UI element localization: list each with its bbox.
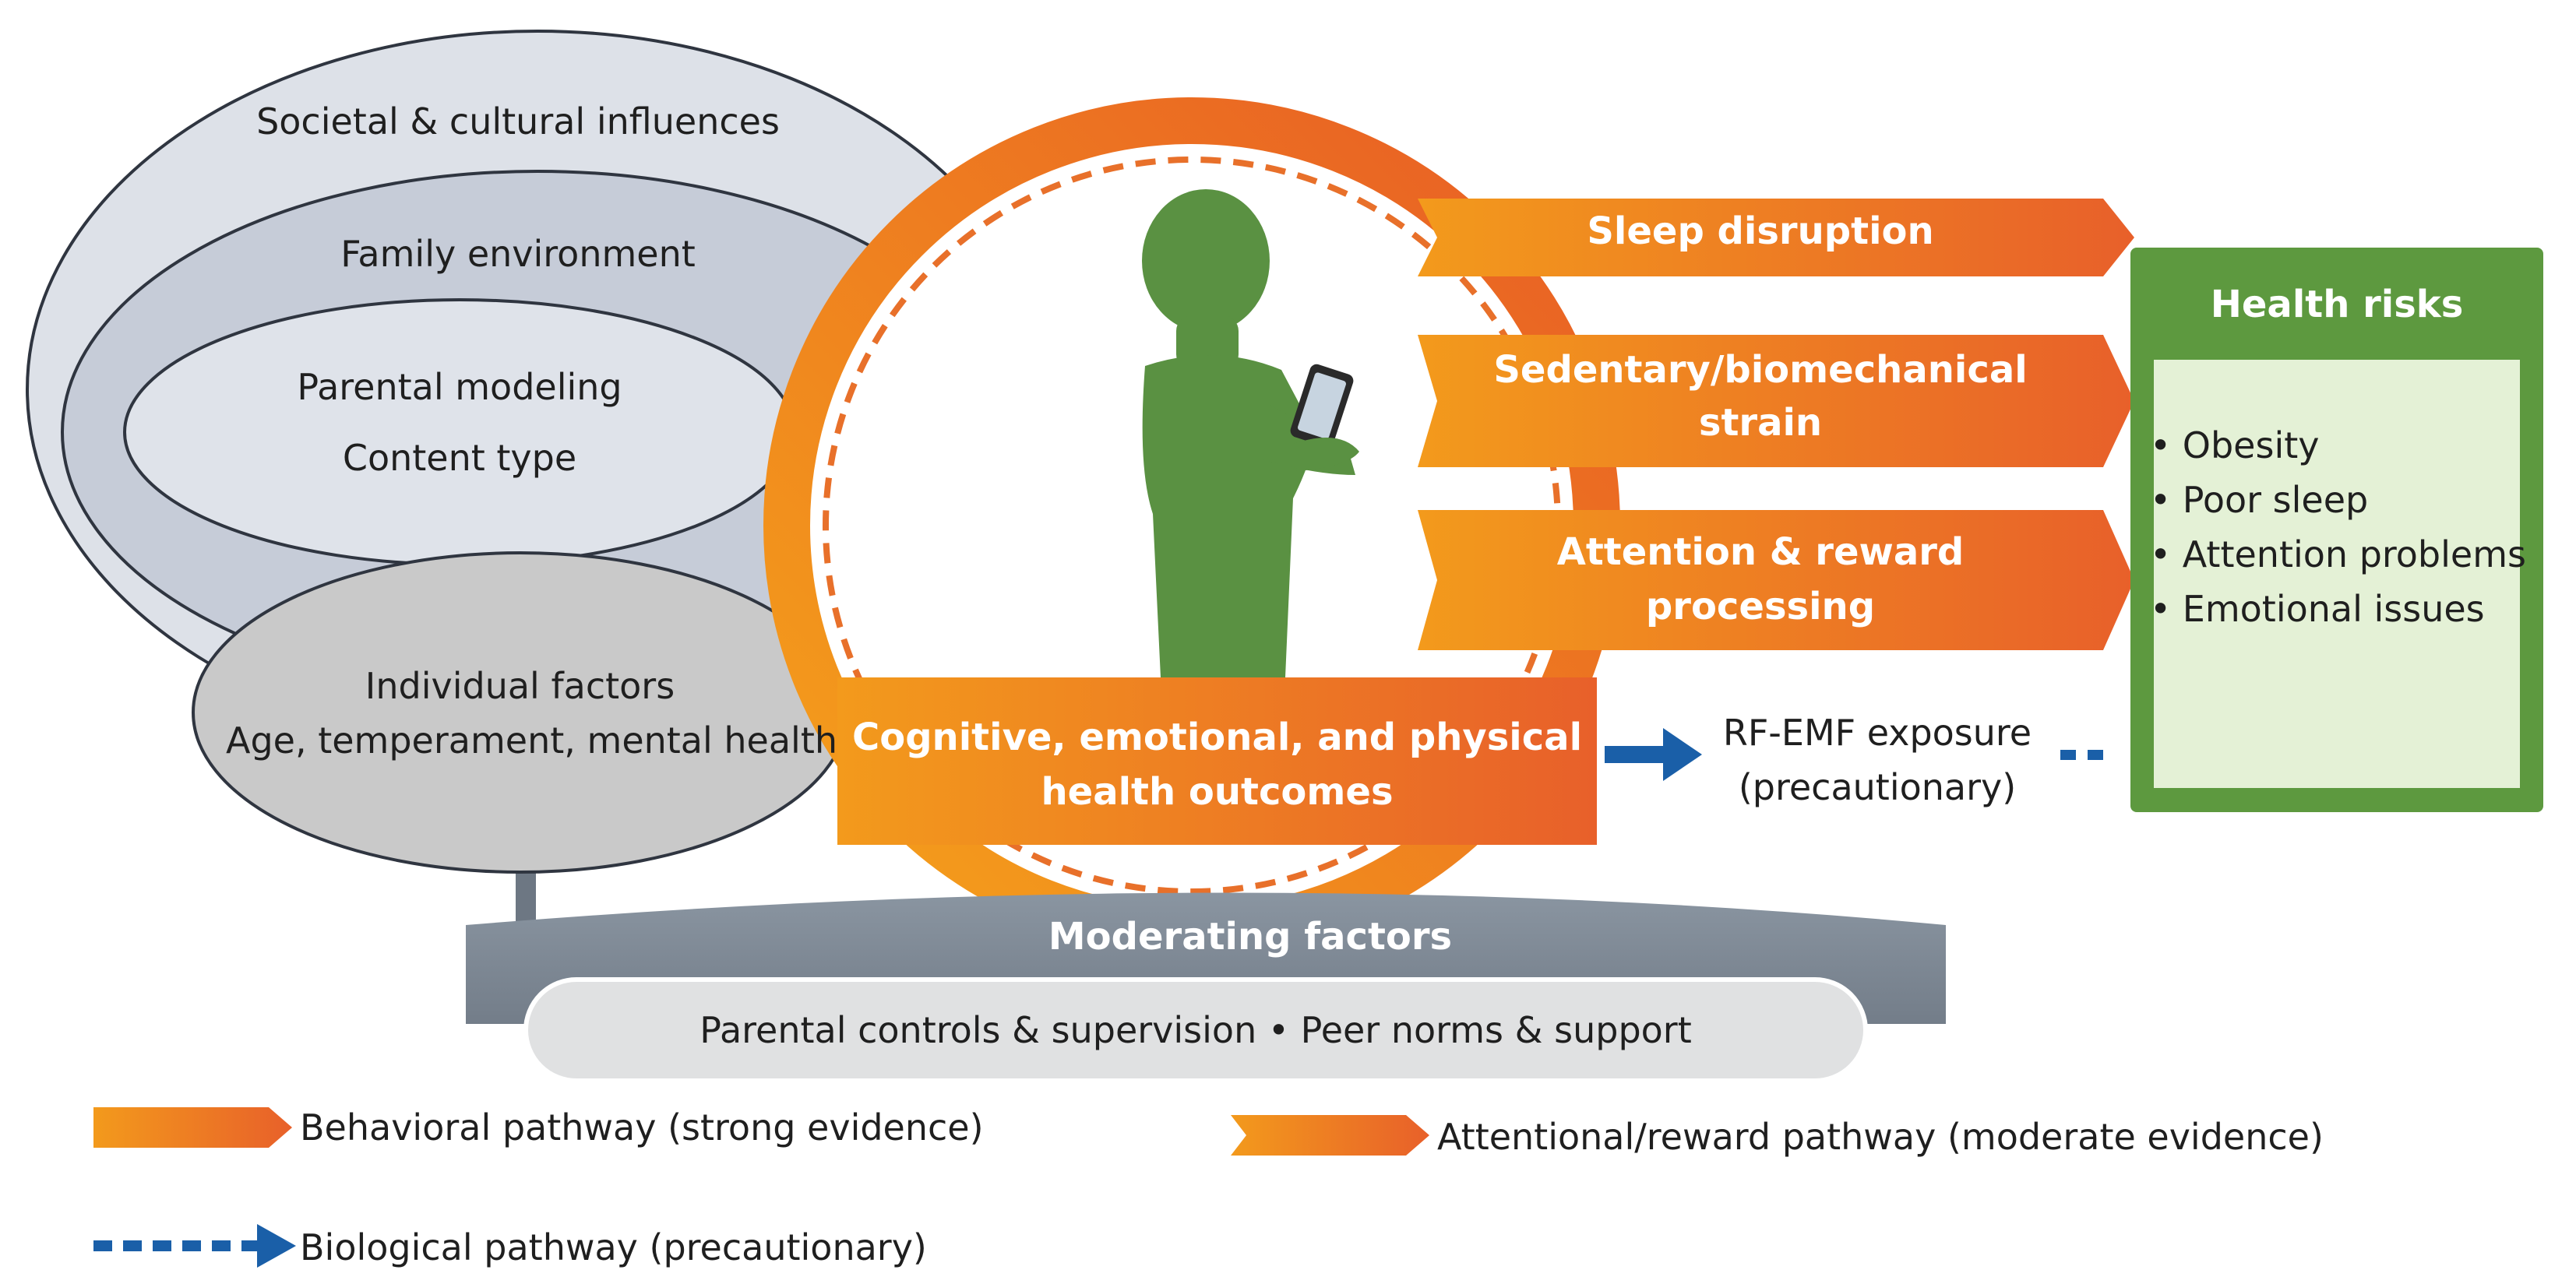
- individual-factors-label: Individual factors: [365, 665, 675, 707]
- child-silhouette-icon: [1142, 189, 1355, 677]
- child-hand: [1293, 438, 1359, 471]
- legend-attentional-arrow-icon: [1231, 1115, 1429, 1156]
- rf-emf-dash: [2060, 750, 2076, 760]
- health-risks-title: Health risks: [2210, 283, 2464, 326]
- tablet-icon: [1290, 364, 1354, 448]
- legend-attentional-label: Attentional/reward pathway (moderate evi…: [1437, 1116, 2324, 1158]
- legend-behavioral-label: Behavioral pathway (strong evidence): [300, 1106, 984, 1149]
- outcomes-box: [837, 677, 1597, 845]
- parental-modeling-label: Parental modeling: [297, 366, 622, 408]
- health-risk-item: • Attention problems: [2150, 533, 2526, 575]
- moderating-title: Moderating factors: [1048, 915, 1453, 959]
- attention-arrow: [1418, 510, 2134, 650]
- legend-biological-label: Biological pathway (precautionary): [300, 1226, 927, 1268]
- sedentary-arrow: [1418, 335, 2134, 467]
- health-risk-item: • Poor sleep: [2150, 479, 2369, 521]
- societal-label: Societal & cultural influences: [256, 100, 780, 142]
- rf-emf-label-line2: (precautionary): [1738, 766, 2017, 808]
- health-risk-item: • Emotional issues: [2150, 588, 2485, 630]
- content-type-label: Content type: [342, 437, 577, 479]
- sleep-arrow: [1418, 199, 2134, 276]
- outcomes-label-line1: Cognitive, emotional, and physical: [851, 716, 1583, 759]
- sleep-label: Sleep disruption: [1587, 209, 1934, 253]
- individual-detail-label: Age, temperament, mental health: [226, 719, 838, 762]
- legend-behavioral-arrow-icon: [93, 1107, 292, 1148]
- rf-emf-dash: [2088, 750, 2103, 760]
- rf-emf-label-line1: RF-EMF exposure: [1722, 712, 2032, 754]
- family-label: Family environment: [340, 233, 696, 275]
- legend-biological-arrow-icon: [93, 1224, 296, 1268]
- sedentary-label-line2: strain: [1698, 401, 1823, 445]
- rf-emf-arrow-icon: [1605, 728, 1702, 781]
- health-risk-item: • Obesity: [2150, 424, 2320, 466]
- health-risks-list-box: [2154, 360, 2520, 788]
- moderating-detail: Parental controls & supervision • Peer n…: [700, 1009, 1692, 1051]
- attention-label-line1: Attention & reward: [1556, 530, 1965, 574]
- attention-label-line2: processing: [1645, 585, 1876, 628]
- moderating-detail-box: [523, 977, 1868, 1083]
- outcomes-label-line2: health outcomes: [1041, 770, 1394, 814]
- sedentary-label-line1: Sedentary/biomechanical: [1493, 348, 2028, 392]
